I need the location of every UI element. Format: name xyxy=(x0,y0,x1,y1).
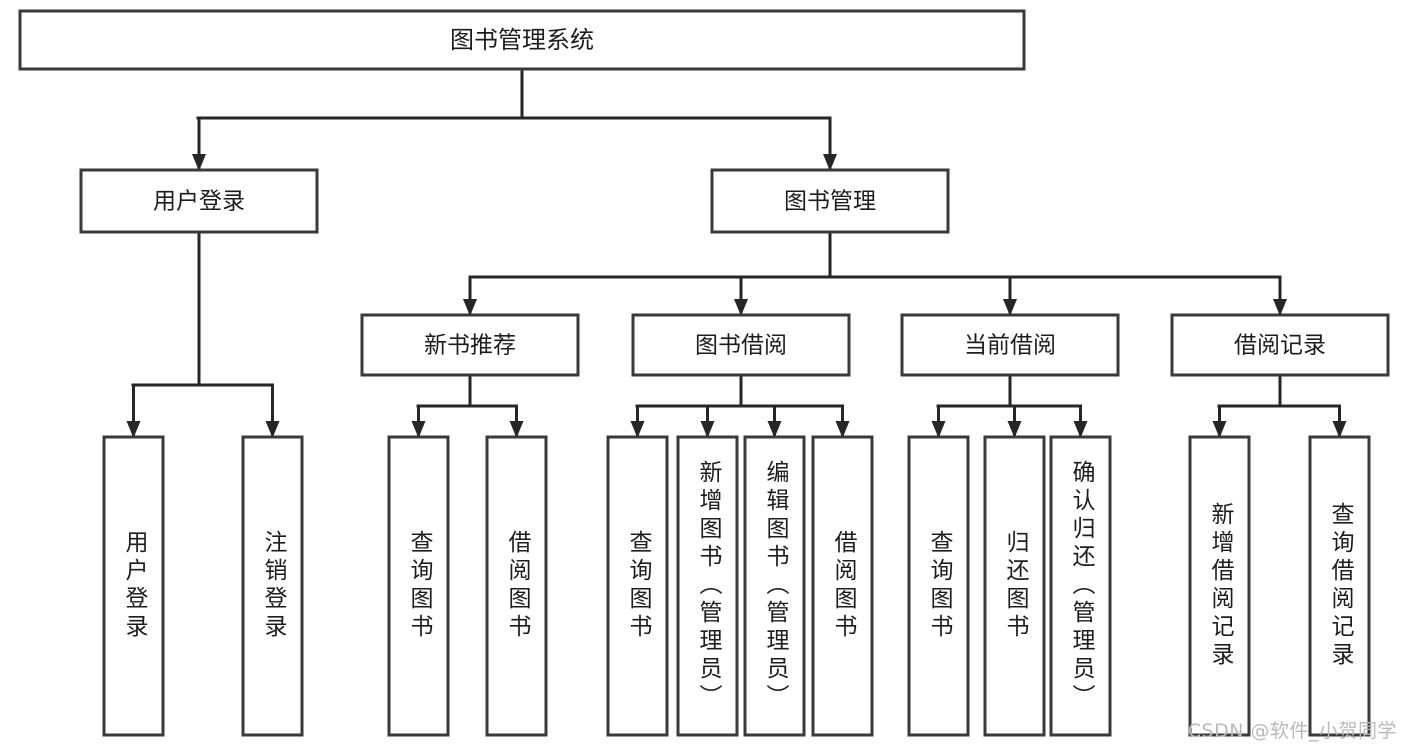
level2-node-label-1: 图书管理 xyxy=(784,189,876,215)
root-node-label: 图书管理系统 xyxy=(450,26,594,54)
leaf-node-box-2[interactable] xyxy=(387,435,450,737)
arrow-head-icon xyxy=(767,421,782,438)
level2-node-box-0[interactable] xyxy=(79,168,319,234)
leaf-node-box-10[interactable] xyxy=(1049,435,1112,737)
arrow-head-icon xyxy=(630,421,645,438)
leaf-node-box-7[interactable] xyxy=(811,435,874,737)
arrow-head-icon xyxy=(509,421,524,438)
arrow-head-icon xyxy=(1332,421,1347,438)
level2-node-box-1[interactable] xyxy=(710,168,950,234)
leaf-node-box-9[interactable] xyxy=(983,435,1046,737)
arrow-head-icon xyxy=(1003,299,1017,316)
arrow-head-icon xyxy=(931,421,946,438)
arrow-head-icon xyxy=(192,154,206,171)
level2-node-label-0: 用户登录 xyxy=(153,189,245,215)
boxes-layer xyxy=(18,9,1390,737)
arrow-head-icon xyxy=(700,421,715,438)
arrow-head-icon xyxy=(126,421,141,438)
leaf-node-box-3[interactable] xyxy=(485,435,548,737)
arrow-head-icon xyxy=(1273,299,1287,316)
watermark: CSDN @软件_小贺同学 xyxy=(1187,720,1397,742)
arrow-head-icon xyxy=(411,421,426,438)
arrow-head-icon xyxy=(1007,421,1022,438)
leaf-node-box-5[interactable] xyxy=(676,435,739,737)
arrow-head-icon xyxy=(1212,421,1227,438)
arrow-head-icon xyxy=(835,421,850,438)
level3-node-label-3: 借阅记录 xyxy=(1234,333,1326,359)
leaf-node-box-12[interactable] xyxy=(1308,435,1371,737)
leaf-node-box-0[interactable] xyxy=(102,435,165,737)
leaf-node-box-11[interactable] xyxy=(1188,435,1251,737)
root-node-box[interactable] xyxy=(18,9,1026,71)
level3-node-label-2: 当前借阅 xyxy=(964,333,1056,359)
edges-layer xyxy=(126,67,1347,438)
level3-node-label-0: 新书推荐 xyxy=(424,333,516,359)
leaf-node-box-1[interactable] xyxy=(241,435,304,737)
arrow-head-icon xyxy=(1073,421,1088,438)
arrow-head-icon xyxy=(265,421,280,438)
level3-node-box-3[interactable] xyxy=(1170,313,1390,377)
arrow-head-icon xyxy=(823,154,837,171)
leaf-node-box-8[interactable] xyxy=(907,435,970,737)
arrow-head-icon xyxy=(463,299,477,316)
level3-node-label-1: 图书借阅 xyxy=(695,333,787,359)
level3-node-box-1[interactable] xyxy=(631,313,851,377)
leaf-node-box-6[interactable] xyxy=(743,435,806,737)
leaf-node-box-4[interactable] xyxy=(606,435,669,737)
arrow-head-icon xyxy=(734,299,748,316)
level3-node-box-0[interactable] xyxy=(360,313,580,377)
level3-node-box-2[interactable] xyxy=(900,313,1120,377)
